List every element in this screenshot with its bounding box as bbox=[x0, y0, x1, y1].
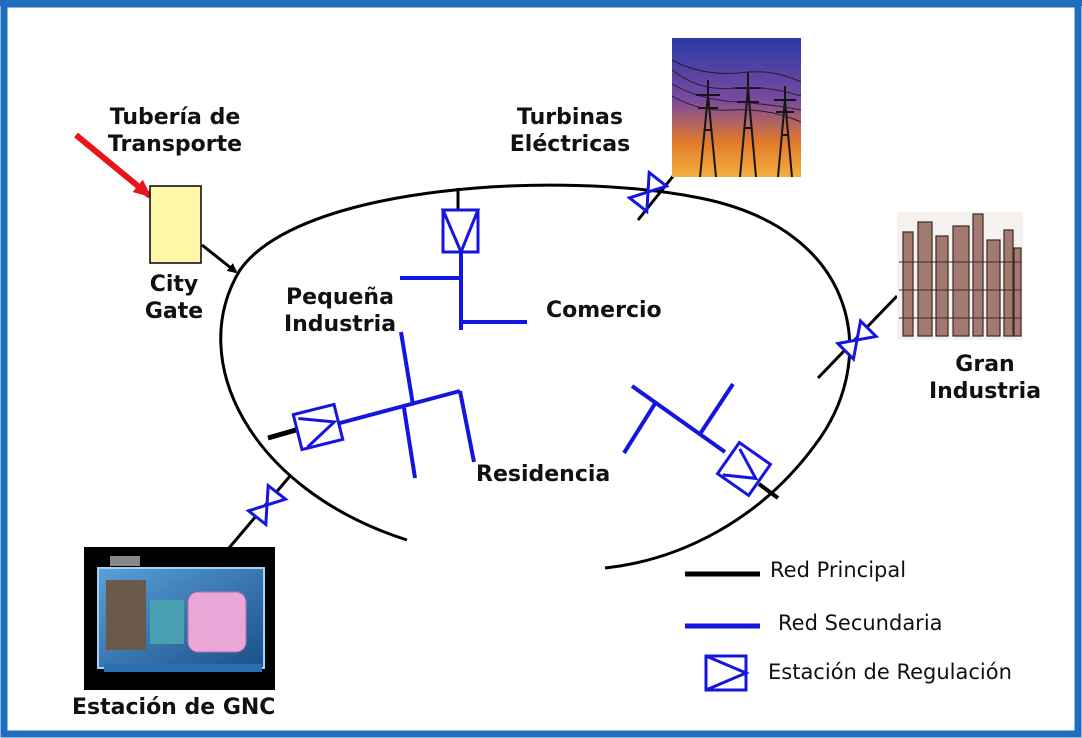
main-branch-left bbox=[267, 427, 297, 441]
cng-station-label: Estación de GNC bbox=[72, 695, 276, 720]
main-branch-right bbox=[757, 482, 780, 500]
city-gate-label: City Gate bbox=[144, 272, 204, 324]
valve-icon-cng bbox=[245, 482, 289, 528]
valve-icon-turbines bbox=[626, 169, 670, 215]
legend-regulation-station-label: Estación de Regulación bbox=[768, 660, 1012, 684]
regulation-station-top bbox=[440, 208, 481, 256]
turbines-label: Turbinas Eléctricas bbox=[509, 105, 631, 157]
legend-main-network-label: Red Principal bbox=[770, 558, 907, 582]
secondary-network-commerce bbox=[400, 252, 527, 330]
large-industry-label: Gran Industria bbox=[928, 352, 1042, 404]
commerce-label: Comercio bbox=[546, 298, 662, 323]
transport-pipeline-label: Tubería de Transporte bbox=[107, 105, 243, 157]
red-arrow bbox=[74, 132, 152, 199]
valve-icon-large-industry bbox=[834, 317, 880, 363]
city-gate-box bbox=[149, 185, 202, 264]
secondary-network-right bbox=[622, 382, 735, 455]
regulation-station-left bbox=[291, 402, 345, 452]
city-gate-arrow bbox=[201, 243, 238, 274]
main-network-ring bbox=[219, 183, 852, 570]
small-industry-label: Pequeña Industria bbox=[283, 285, 397, 337]
cng-station-image bbox=[84, 547, 275, 690]
refinery-image bbox=[897, 212, 1023, 340]
residence-label: Residencia bbox=[476, 462, 611, 487]
legend-secondary-network-label: Red Secundaria bbox=[778, 611, 943, 635]
legend-regulation-station-icon bbox=[704, 654, 750, 692]
power-lines-image bbox=[671, 38, 802, 178]
secondary-network-residence bbox=[339, 331, 476, 479]
regulation-station-right bbox=[715, 440, 773, 498]
